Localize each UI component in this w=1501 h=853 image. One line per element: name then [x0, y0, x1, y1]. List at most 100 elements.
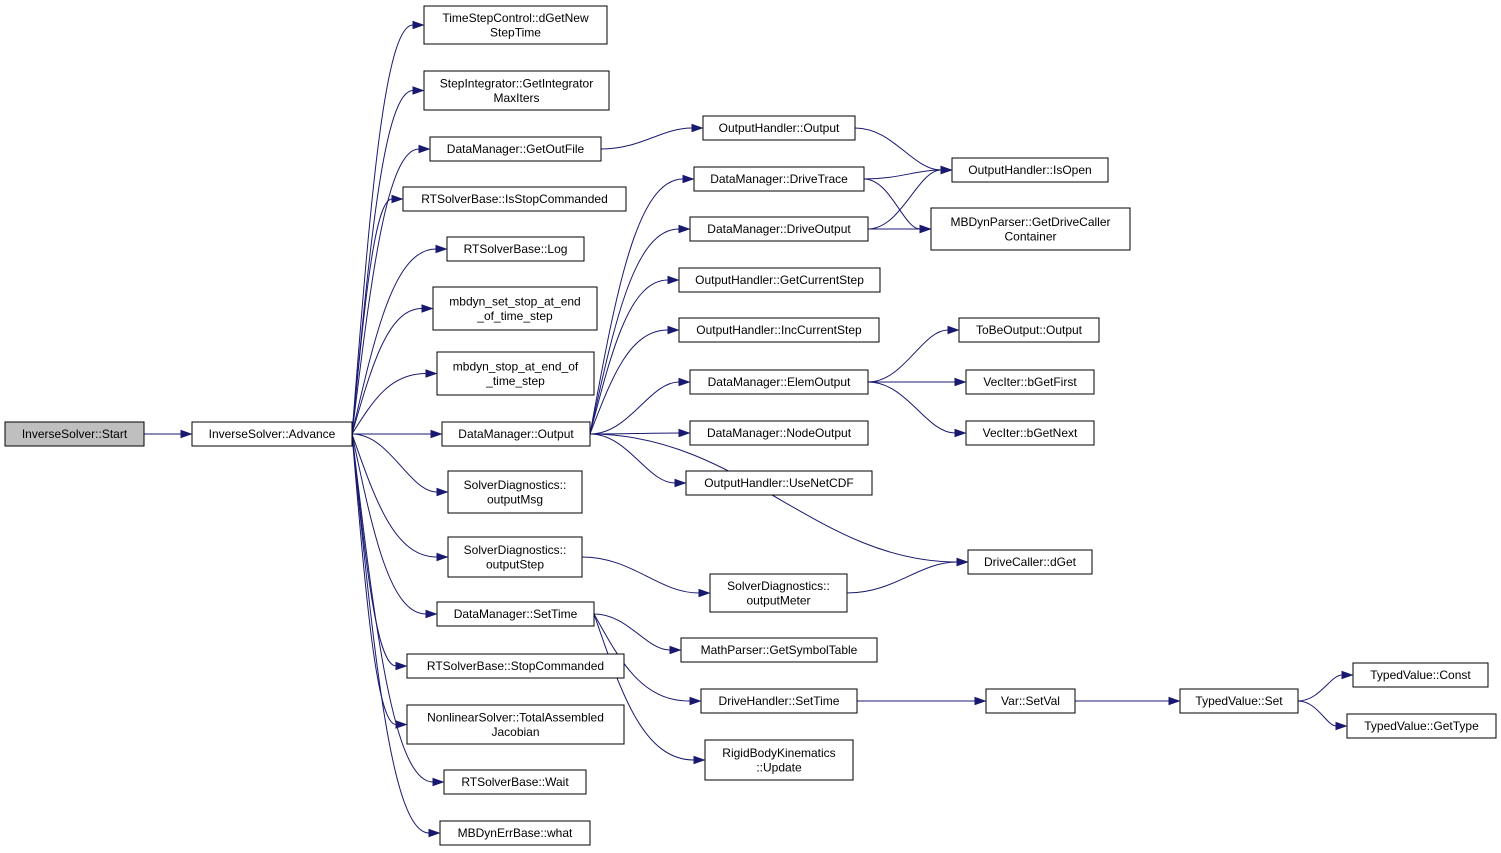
edge-advance-to-sdoutstep	[351, 433, 449, 562]
node-label: OutputHandler::IncCurrentStep	[696, 323, 862, 337]
node-label: DriveCaller::dGet	[984, 555, 1077, 569]
arrowhead	[947, 325, 960, 335]
node-box	[685, 470, 873, 496]
node-label: mbdyn_stop_at_end_of	[453, 359, 579, 373]
edge-advance-to-dmsettime	[351, 433, 438, 619]
node-label: DataManager::SetTime	[454, 607, 578, 621]
edge-line	[593, 613, 691, 702]
arrowhead	[678, 224, 691, 234]
node-box	[689, 369, 869, 395]
node-bgetfirst[interactable]: VecIter::bGetFirst	[965, 369, 1095, 395]
node-rbkupdate[interactable]: RigidBodyKinematics::Update	[704, 739, 854, 781]
node-box	[406, 704, 625, 745]
node-setval[interactable]: Var::SetVal	[985, 688, 1076, 714]
node-label: TimeStepControl::dGetNew	[442, 11, 589, 25]
node-dhsettime[interactable]: DriveHandler::SetTime	[700, 688, 858, 714]
node-label: ::Update	[756, 760, 802, 774]
node-elemoutput[interactable]: DataManager::ElemOutput	[689, 369, 869, 395]
node-box	[1352, 662, 1489, 688]
edge-sdoutstep-to-outmeter	[581, 556, 711, 598]
node-getcurstep[interactable]: OutputHandler::GetCurrentStep	[678, 267, 881, 293]
edge-line	[600, 127, 693, 150]
node-label: DataManager::GetOutFile	[447, 142, 585, 156]
edge-elemoutput-to-bgetfirst	[868, 377, 967, 387]
node-log[interactable]: RTSolverBase::Log	[446, 236, 585, 262]
node-box	[700, 688, 858, 714]
node-bgetnext[interactable]: VecIter::bGetNext	[965, 420, 1095, 446]
edge-line	[867, 381, 956, 434]
node-dmsettime[interactable]: DataManager::SetTime	[436, 601, 595, 627]
arrowhead	[940, 165, 953, 175]
node-label: SolverDiagnostics::	[464, 543, 567, 557]
edge-advance-to-isstopcmd	[351, 194, 404, 435]
node-sdoutstep[interactable]: SolverDiagnostics::outputStep	[447, 536, 583, 578]
node-label: DataManager::NodeOutput	[707, 426, 852, 440]
node-dmoutput[interactable]: DataManager::Output	[441, 421, 591, 447]
node-outmeter[interactable]: SolverDiagnostics::outputMeter	[709, 573, 848, 613]
node-tbooutput[interactable]: ToBeOutput::Output	[958, 317, 1100, 343]
node-box	[951, 157, 1109, 183]
arrowhead	[674, 478, 687, 488]
edge-line	[589, 381, 680, 435]
edge-line	[589, 433, 676, 484]
edge-elemoutput-to-bgetnext	[867, 381, 967, 438]
arrowhead	[691, 123, 704, 133]
node-what[interactable]: MBDynErrBase::what	[439, 820, 591, 846]
node-label: Container	[1004, 229, 1056, 243]
node-box	[678, 317, 880, 343]
node-label: MathParser::GetSymbolTable	[701, 643, 858, 657]
node-label: TypedValue::GetType	[1364, 719, 1479, 733]
node-box	[1179, 688, 1299, 714]
node-advance[interactable]: InverseSolver::Advance	[191, 421, 353, 447]
node-start[interactable]: InverseSolver::Start	[4, 421, 145, 447]
node-label: outputMsg	[487, 492, 543, 506]
node-stopcmd[interactable]: RTSolverBase::StopCommanded	[406, 653, 625, 679]
edge-line	[351, 433, 438, 558]
node-inccurstep[interactable]: OutputHandler::IncCurrentStep	[678, 317, 880, 343]
arrowhead	[425, 369, 438, 378]
node-box	[443, 769, 587, 795]
edge-dmsettime-to-dhsettime	[593, 613, 702, 706]
node-stopatend[interactable]: mbdyn_stop_at_end_of_time_step	[436, 351, 595, 396]
node-wait[interactable]: RTSolverBase::Wait	[443, 769, 587, 795]
node-getoutfile[interactable]: DataManager::GetOutFile	[429, 136, 602, 162]
node-box	[4, 421, 145, 447]
arrowhead	[1168, 696, 1181, 706]
node-label: SolverDiagnostics::	[464, 478, 567, 492]
edge-advance-to-dmoutput	[352, 429, 443, 439]
node-drivetrace[interactable]: DataManager::DriveTrace	[693, 166, 865, 192]
node-label: OutputHandler::GetCurrentStep	[695, 273, 864, 287]
node-nodeoutput[interactable]: DataManager::NodeOutput	[689, 420, 869, 446]
node-setstop[interactable]: mbdyn_set_stop_at_end_of_time_step	[432, 286, 598, 331]
edge-dmsettime-to-rbkupdate	[593, 613, 706, 765]
edge-line	[351, 433, 397, 725]
node-tvset[interactable]: TypedValue::Set	[1179, 688, 1299, 714]
edge-line	[351, 373, 427, 435]
node-box	[432, 286, 598, 331]
node-dget[interactable]: DriveCaller::dGet	[967, 549, 1093, 575]
node-box	[423, 5, 608, 45]
node-usenetcdf[interactable]: OutputHandler::UseNetCDF	[685, 470, 873, 496]
edge-line	[351, 433, 438, 493]
arrowhead	[678, 377, 691, 387]
edge-dmoutput-to-getcurstep	[589, 275, 680, 435]
node-getsymtab[interactable]: MathParser::GetSymbolTable	[680, 637, 878, 663]
node-box	[439, 820, 591, 846]
node-sdoutmsg[interactable]: SolverDiagnostics::outputMsg	[447, 470, 583, 514]
node-ohoutput[interactable]: OutputHandler::Output	[702, 115, 856, 141]
arrowhead	[436, 552, 449, 562]
node-isstopcmd[interactable]: RTSolverBase::IsStopCommanded	[402, 186, 627, 212]
node-label: DriveHandler::SetTime	[719, 694, 840, 708]
edge-dmoutput-to-dget	[589, 433, 969, 567]
arrowhead	[412, 86, 425, 95]
edge-line	[589, 228, 680, 435]
node-isopen[interactable]: OutputHandler::IsOpen	[951, 157, 1109, 183]
node-label: DataManager::DriveTrace	[710, 172, 848, 186]
node-driveoutput[interactable]: DataManager::DriveOutput	[689, 216, 869, 242]
node-tvgettype[interactable]: TypedValue::GetType	[1346, 713, 1497, 739]
node-tvconst[interactable]: TypedValue::Const	[1352, 662, 1489, 688]
